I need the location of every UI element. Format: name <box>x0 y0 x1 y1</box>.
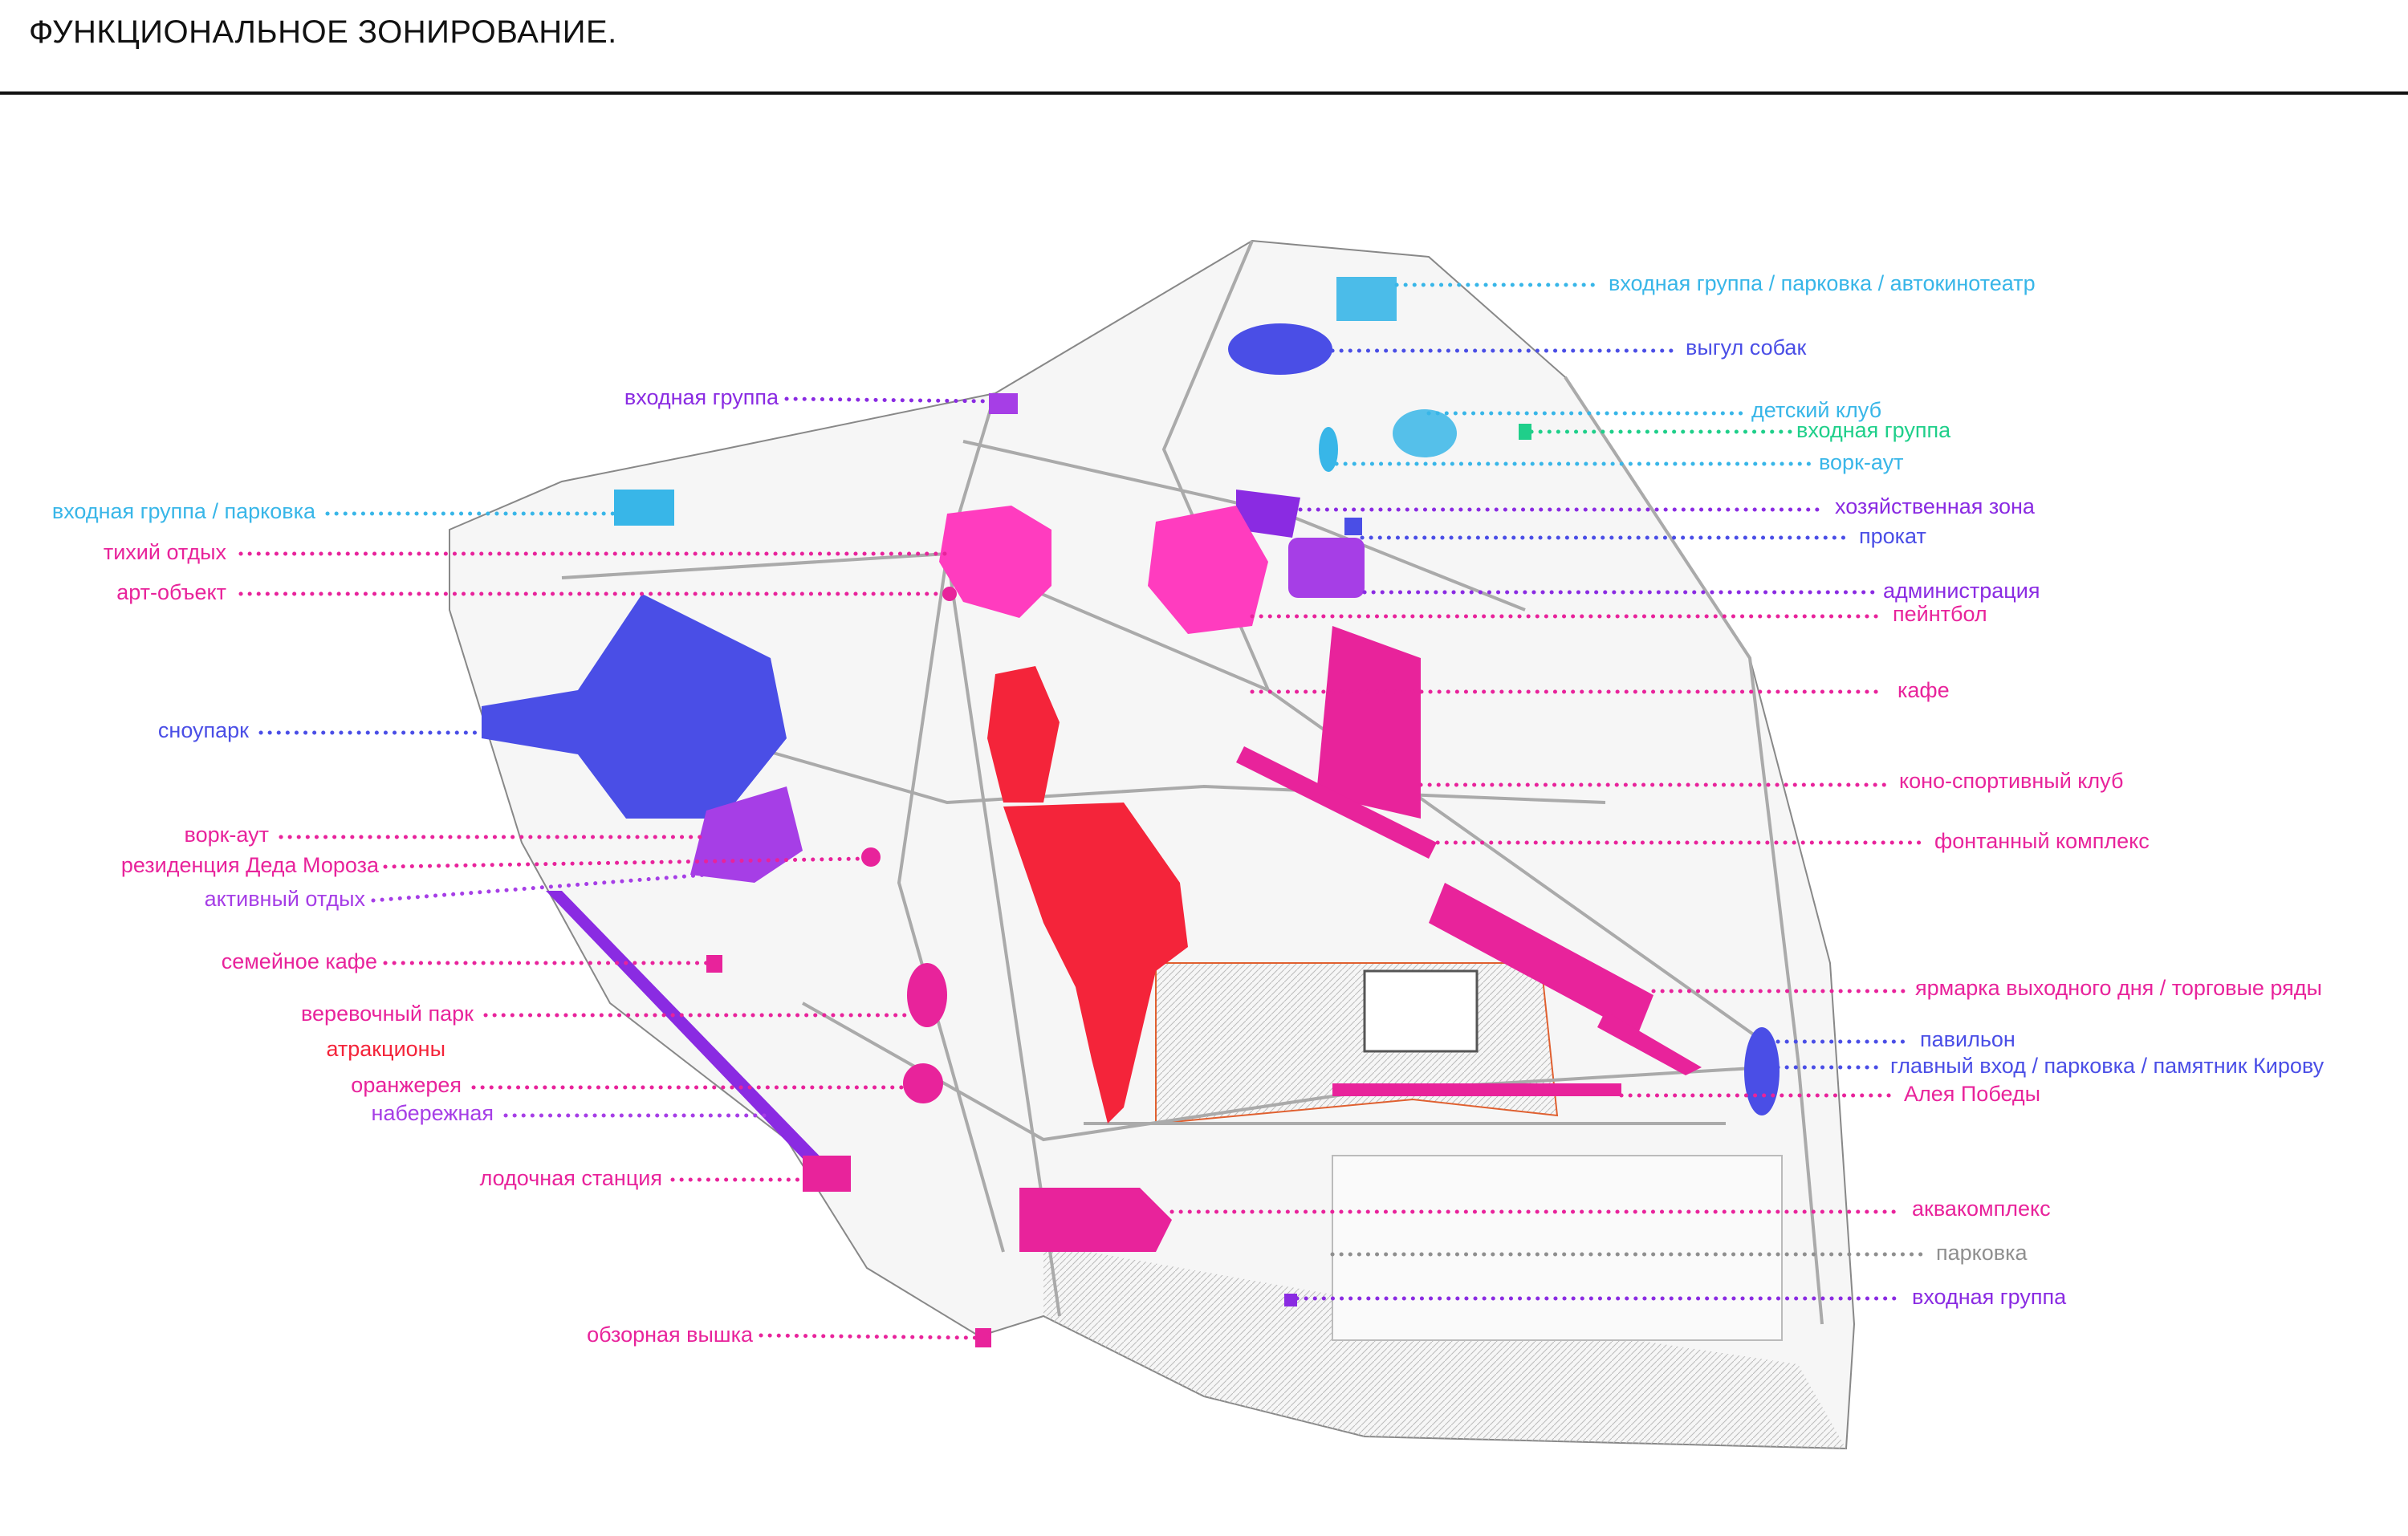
zone-aqua-complex <box>1019 1188 1172 1252</box>
page-title: ФУНКЦИОНАЛЬНОЕ ЗОНИРОВАНИЕ. <box>29 14 617 50</box>
zone-kids-club <box>1393 409 1457 457</box>
zone-label-entrance-group-bottom: входная группа <box>1912 1285 2067 1309</box>
zone-rental <box>1344 518 1362 535</box>
zone-rope-park <box>907 963 947 1027</box>
zone-fountain <box>1236 746 1437 859</box>
zone-label-workout-right: ворк-аут <box>1819 450 1904 474</box>
zone-label-pavilion: павильон <box>1920 1027 2015 1051</box>
zone-label-boat-station: лодочная станция <box>479 1166 662 1190</box>
zone-santa-residence <box>861 847 881 867</box>
zone-dog-walk <box>1228 323 1332 375</box>
zone-entrance-bottom <box>1284 1294 1297 1306</box>
zone-label-entrance-group-top: входная группа <box>624 385 779 409</box>
zone-administration <box>1288 538 1365 598</box>
zone-label-kids-club: детский клуб <box>1751 398 1882 422</box>
zone-label-entrance-parking-left: входная группа / парковка <box>51 499 315 523</box>
zone-label-entrance-group-green: входная группа <box>1796 418 1951 442</box>
zone-viewing-tower <box>975 1328 991 1347</box>
leader-santa-residence <box>383 856 865 869</box>
zone-entrance-green <box>1519 424 1531 440</box>
zone-label-active-rest: активный отдых <box>204 887 365 911</box>
zone-quiet-rest <box>939 506 1051 618</box>
zone-label-entrance-parking-cinema: входная группа / парковка / автокинотеат… <box>1609 271 2036 295</box>
zone-label-attractions: атракционы <box>326 1037 445 1061</box>
zone-label-cafe: кафе <box>1898 678 1950 702</box>
zone-art-object <box>942 587 957 601</box>
zone-label-santa-residence: резиденция Деда Мороза <box>120 853 379 877</box>
leader-viewing-tower <box>759 1333 978 1340</box>
zone-label-viewing-tower: обзорная вышка <box>587 1323 753 1347</box>
zone-utility <box>1236 490 1300 538</box>
zone-family-cafe <box>706 955 722 973</box>
zone-boat-station <box>803 1156 851 1192</box>
zone-label-main-entrance: главный вход / парковка / памятник Киров… <box>1890 1054 2325 1078</box>
zone-workout-right <box>1319 427 1338 472</box>
zone-victory-alley <box>1332 1083 1621 1096</box>
parking-lot <box>1332 1155 1783 1341</box>
zone-label-art-object: арт-объект <box>116 580 226 604</box>
zone-entrance-parking-cinema <box>1336 277 1397 321</box>
zone-active-rest <box>690 786 803 883</box>
zone-label-family-cafe: семейное кафе <box>221 949 377 973</box>
zone-label-workout-left: ворк-аут <box>184 823 269 847</box>
zone-label-parking: парковка <box>1936 1241 2028 1265</box>
zone-label-embankment: набережная <box>371 1101 494 1125</box>
zone-greenhouse <box>903 1063 943 1103</box>
zone-label-equestrian-club: коно-спортивный клуб <box>1899 769 2124 793</box>
sports-area-hatch <box>1155 962 1559 1125</box>
zone-label-greenhouse: оранжерея <box>351 1073 462 1097</box>
zone-fair-lower <box>1597 1011 1702 1075</box>
zone-label-paintball: пейнтбол <box>1893 602 1987 626</box>
terrain-hatch <box>1043 1244 1846 1449</box>
zone-cafe <box>1316 626 1421 819</box>
zone-main-entrance <box>1744 1027 1780 1115</box>
title-divider <box>0 91 2408 95</box>
zone-label-quiet-rest: тихий отдых <box>103 540 226 564</box>
zone-label-administration: администрация <box>1883 579 2040 603</box>
zone-weekend-fair <box>1429 883 1653 1035</box>
zone-label-weekend-fair: ярмарка выходного дня / торговые ряды <box>1915 976 2322 1000</box>
zone-label-dog-walk: выгул собак <box>1686 335 1807 360</box>
leader-entrance-group-top <box>784 396 990 404</box>
zone-entrance-parking-left <box>614 490 674 526</box>
zone-snowpark <box>482 594 787 819</box>
zone-label-rope-park: веревочный парк <box>301 1002 474 1026</box>
zone-label-snowpark: сноупарк <box>157 718 249 742</box>
zone-attractions-top <box>987 666 1060 803</box>
stadium-field <box>1363 969 1479 1053</box>
zone-label-utility-zone: хозяйственная зона <box>1835 494 2035 518</box>
zone-label-aqua-complex: аквакомплекс <box>1912 1197 2051 1221</box>
zone-entrance-top <box>989 393 1018 414</box>
zone-attractions-main <box>1003 803 1188 1124</box>
zone-paintball <box>1148 506 1268 634</box>
zone-label-victory-alley: Алея Победы <box>1904 1082 2041 1106</box>
zone-label-rental: прокат <box>1859 524 1926 548</box>
zone-label-fountain-complex: фонтанный комплекс <box>1934 829 2150 853</box>
